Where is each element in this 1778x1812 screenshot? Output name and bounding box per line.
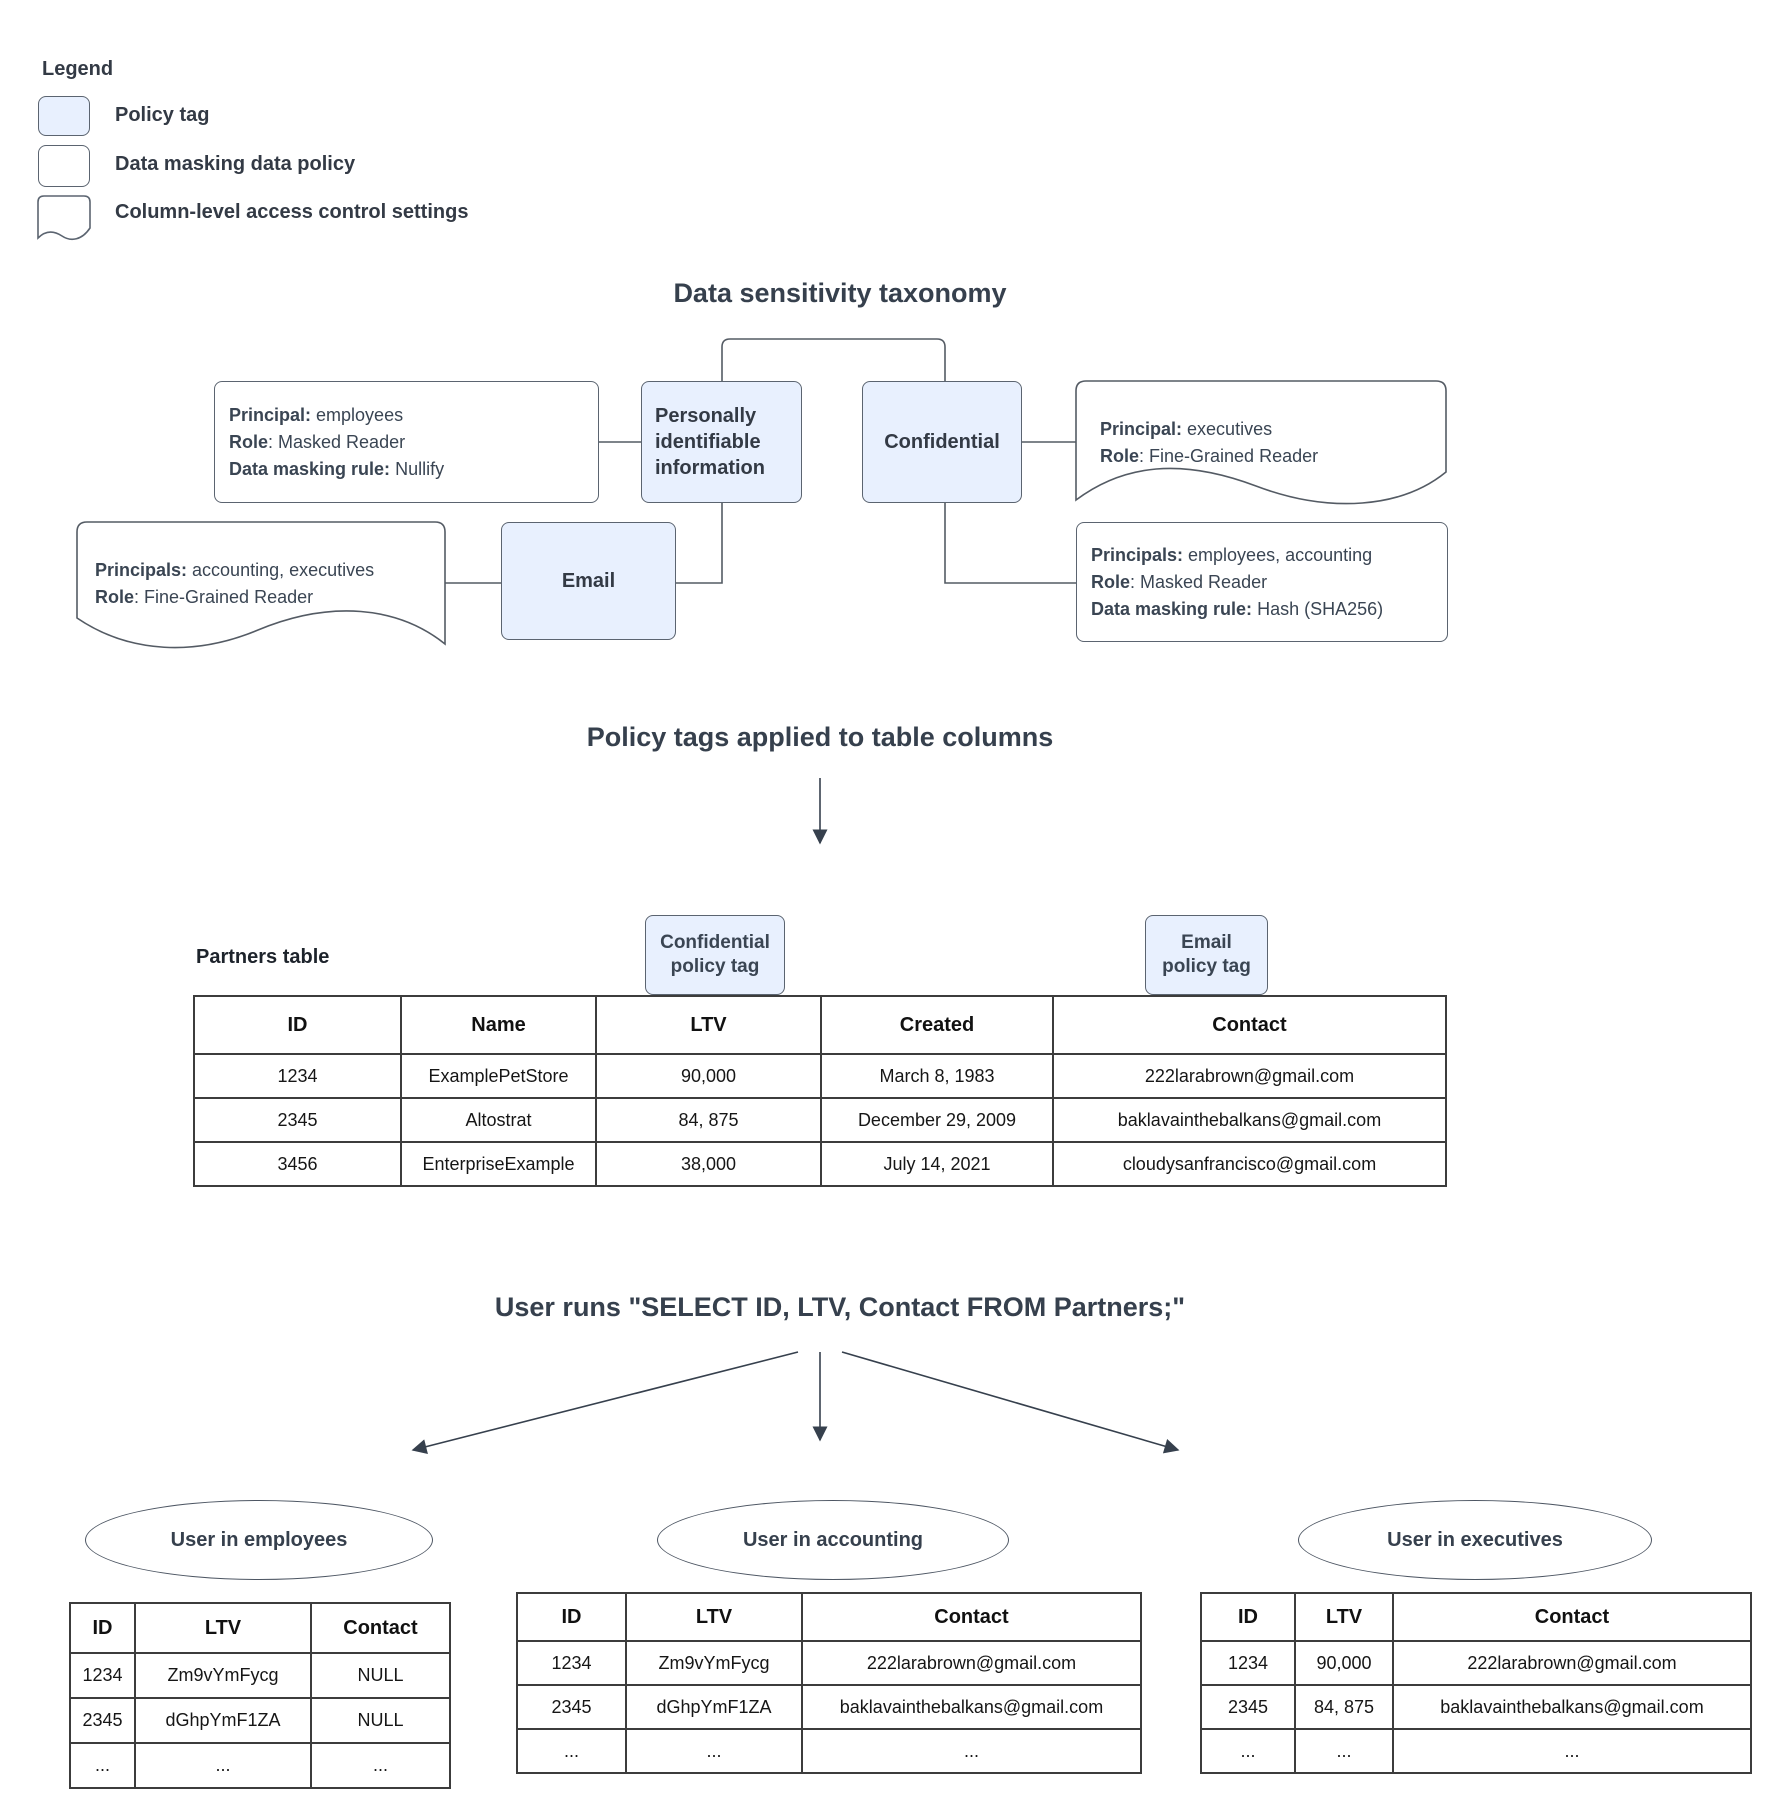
policy-line: Data masking rule: Nullify (229, 458, 445, 479)
table-header-row: ID LTV Contact (516, 1592, 1142, 1642)
policy-line: Role: Fine-Grained Reader (95, 587, 314, 607)
taxonomy-title: Data sensitivity taxonomy (673, 278, 1007, 308)
partners-table-caption: Partners table (196, 946, 330, 968)
legend-label-data-policy: Data masking data policy (115, 153, 356, 175)
node-label: Personally identifiable information (655, 405, 765, 479)
result-table-employees: ID LTV Contact 1234 Zm9vYmFycg NULL 2345… (69, 1602, 451, 1789)
policy-line: Role: Fine-Grained Reader (1100, 446, 1319, 466)
col-header-id: ID (193, 995, 402, 1055)
access-control-doc-left (76, 521, 446, 649)
policy-line: Principal: executives (1100, 419, 1273, 439)
col-header-created: Created (820, 995, 1054, 1055)
table-row: 2345 dGhpYmF1ZA NULL (69, 1697, 451, 1744)
policy-tag-node-confidential: Confidential (862, 381, 1022, 503)
table-header-row: ID LTV Contact (1200, 1592, 1752, 1642)
table-row: ... ... ... (69, 1742, 451, 1789)
legend-label-access-control: Column-level access control settings (115, 201, 469, 223)
confidential-policy-connector (944, 503, 1076, 584)
fan-arrow-left (411, 1351, 799, 1454)
legend-title: Legend (42, 58, 114, 80)
group-oval-accounting: User in accounting (657, 1500, 1009, 1580)
result-table-executives: ID LTV Contact 1234 90,000 222larabrown@… (1200, 1592, 1752, 1774)
table-header-row: ID Name LTV Created Contact (193, 995, 1447, 1055)
table-row: 2345 dGhpYmF1ZA baklavainthebalkans@gmai… (516, 1684, 1142, 1730)
pii-data-policy-box: Principal: employees Role: Masked Reader… (214, 381, 599, 503)
policy-line: Data masking rule: Hash (SHA256) (1091, 598, 1384, 619)
data-policy-swatch (38, 145, 90, 187)
policy-line: Role: Masked Reader (1091, 571, 1268, 592)
policy-line: Principal: employees (229, 404, 404, 425)
policy-section-title: Policy tags applied to table columns (586, 722, 1054, 752)
policy-tag-node-pii: Personally identifiable information (641, 381, 802, 503)
policy-tag-node-email: Email (501, 522, 676, 640)
confidential-access-box: Principal: executives Role: Fine-Grained… (1100, 398, 1430, 488)
access-control-doc-right (1075, 380, 1447, 505)
table-row: ... ... ... (1200, 1728, 1752, 1774)
table-row: 3456 EnterpriseExample 38,000 July 14, 2… (193, 1141, 1447, 1187)
table-header-row: ID LTV Contact (69, 1602, 451, 1654)
legend-label-policy-tag: Policy tag (115, 104, 210, 126)
partners-table: ID Name LTV Created Contact 1234 Example… (193, 995, 1447, 1187)
result-table-accounting: ID LTV Contact 1234 Zm9vYmFycg 222larabr… (516, 1592, 1142, 1774)
policy-line: Principals: accounting, executives (95, 560, 375, 580)
table-row: 1234 90,000 222larabrown@gmail.com (1200, 1640, 1752, 1686)
table-row: 2345 84, 875 baklavainthebalkans@gmail.c… (1200, 1684, 1752, 1730)
table-row: 1234 ExamplePetStore 90,000 March 8, 198… (193, 1053, 1447, 1099)
confidential-policy-tag-badge: Confidential policy tag (645, 915, 785, 995)
policy-tag-swatch (38, 96, 90, 136)
email-access-box: Principals: accounting, executives Role:… (95, 540, 435, 628)
col-header-name: Name (400, 995, 597, 1055)
group-oval-employees: User in employees (85, 1500, 433, 1580)
bracket-connector (721, 338, 946, 381)
fan-arrow-right (841, 1351, 1180, 1454)
policy-line: Role: Masked Reader (229, 431, 406, 452)
col-header-contact: Contact (1052, 995, 1447, 1055)
table-row: 1234 Zm9vYmFycg 222larabrown@gmail.com (516, 1640, 1142, 1686)
node-label: Confidential (884, 431, 1000, 453)
email-policy-tag-badge: Email policy tag (1145, 915, 1268, 995)
table-row: ... ... ... (516, 1728, 1142, 1774)
confidential-data-policy-box: Principals: employees, accounting Role: … (1076, 522, 1448, 642)
node-label: Email (561, 570, 616, 592)
policy-line: Principals: employees, accounting (1091, 544, 1373, 565)
table-row: 1234 Zm9vYmFycg NULL (69, 1652, 451, 1699)
group-oval-executives: User in executives (1298, 1500, 1652, 1580)
col-header-ltv: LTV (595, 995, 822, 1055)
query-title: User runs "SELECT ID, LTV, Contact FROM … (494, 1292, 1186, 1322)
table-row: 2345 Altostrat 84, 875 December 29, 2009… (193, 1097, 1447, 1143)
access-control-swatch (37, 195, 91, 241)
pii-email-connector (676, 503, 723, 584)
